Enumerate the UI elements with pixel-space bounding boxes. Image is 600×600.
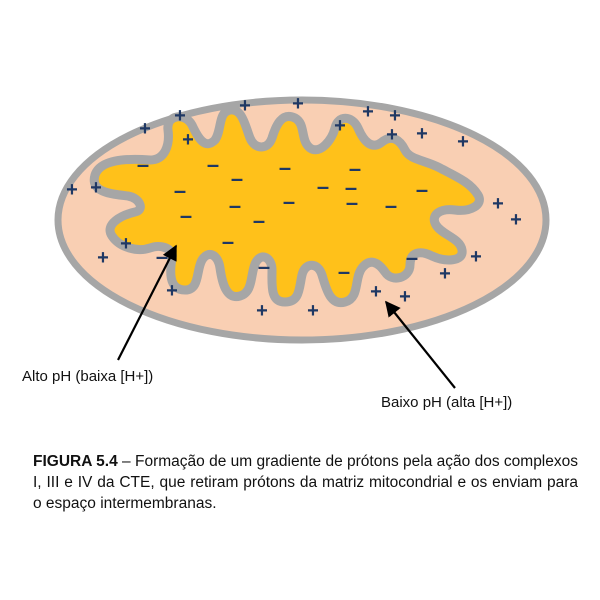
low-ph-label: Baixo pH (alta [H+]) [381,394,513,411]
minus-sign: – [279,155,291,180]
plus-sign: + [97,247,109,269]
minus-sign: – [317,174,329,199]
plus-sign: + [492,193,504,215]
figure-caption: FIGURA 5.4 – Formação de um gradiente de… [33,451,578,514]
plus-sign: + [439,263,451,285]
minus-sign: – [385,193,397,218]
plus-sign: + [256,300,268,322]
plus-sign: + [120,233,132,255]
matrix-minus-signs: – – – – – – – – – – – – – – – – – – – – [137,152,428,284]
plus-sign: + [239,95,251,117]
plus-sign: + [399,286,411,308]
minus-sign: – [345,175,357,200]
proton-plus-signs: + + + + + + + + + + + + + + + + + + + + … [66,93,522,322]
minus-sign: – [174,178,186,203]
plus-sign: + [90,177,102,199]
plus-sign: + [66,179,78,201]
minus-sign: – [231,166,243,191]
plus-sign: + [386,124,398,146]
plus-sign: + [362,101,374,123]
minus-sign: – [416,177,428,202]
plus-sign: + [416,123,428,145]
arrow-to-intermembrane [385,300,456,389]
plus-sign: + [389,105,401,127]
plus-sign: + [457,131,469,153]
minus-sign: – [253,208,265,233]
minus-sign: – [207,152,219,177]
minus-sign: – [258,254,270,279]
arrow-to-matrix [117,244,177,361]
figure-caption-text: – Formação de um gradiente de prótons pe… [33,453,578,512]
plus-sign: + [470,246,482,268]
plus-sign: + [174,105,186,127]
minus-sign: – [338,259,350,284]
plus-sign: + [510,209,522,231]
minus-sign: – [137,152,149,177]
plus-sign: + [139,118,151,140]
plus-sign: + [370,281,382,303]
figure-number: FIGURA 5.4 [33,453,118,470]
minus-sign: – [229,193,241,218]
plus-sign: + [292,93,304,115]
plus-sign: + [166,280,178,302]
minus-sign: – [222,229,234,254]
plus-sign: + [334,115,346,137]
inner-membrane-matrix [89,105,484,307]
high-ph-label: Alto pH (baixa [H+]) [22,368,154,385]
minus-sign: – [346,190,358,215]
plus-sign: + [182,129,194,151]
plus-sign: + [307,300,319,322]
minus-sign: – [406,245,418,270]
minus-sign: – [283,189,295,214]
minus-sign: – [180,203,192,228]
minus-sign: – [349,156,361,181]
